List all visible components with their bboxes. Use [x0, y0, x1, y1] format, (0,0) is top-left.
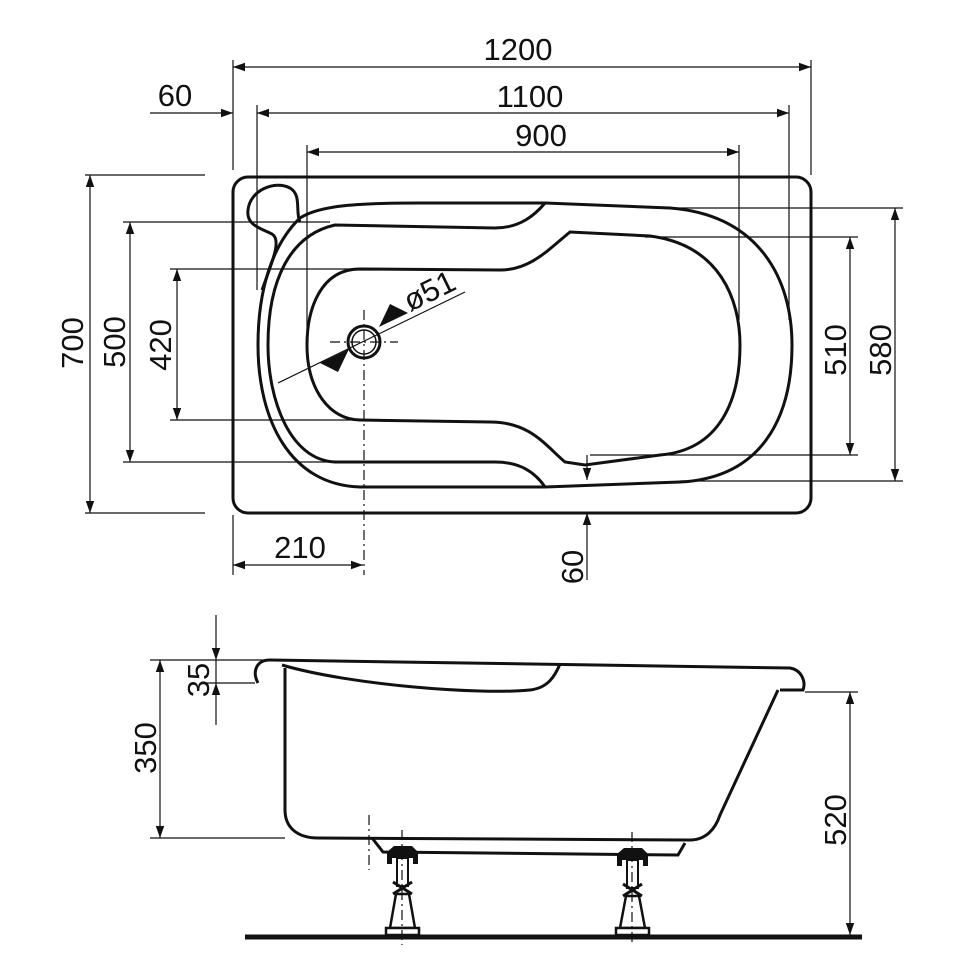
drain-diameter-line: [277, 291, 466, 384]
tub-body: [283, 668, 780, 842]
dim-420: 420: [143, 319, 178, 371]
dimension-lines: [85, 62, 900, 580]
tub-outer-rim: [231, 175, 813, 515]
dim-520: 520: [818, 794, 853, 846]
adjustable-leg-right: [614, 832, 651, 945]
dim-60-left: 60: [158, 78, 192, 113]
dim-700: 700: [55, 317, 90, 369]
dim-510: 510: [818, 324, 853, 376]
extension-lines: [85, 60, 903, 575]
tub-basin-contour: [305, 230, 742, 467]
tub-rim: [253, 658, 806, 692]
side-dimension-lines: [155, 615, 855, 935]
tub-middle-contour: [266, 202, 547, 488]
side-view: 35 350 520: [128, 615, 862, 945]
tub-outer-contour: [256, 201, 794, 489]
dim-1100: 1100: [497, 79, 564, 114]
dim-900: 900: [515, 118, 567, 153]
drain-icon: [330, 310, 398, 575]
dim-1200: 1200: [484, 32, 553, 67]
tub-headrest-curve: [281, 663, 562, 693]
adjustable-leg-left: [384, 830, 421, 945]
drain-diameter-label: ø51: [398, 263, 461, 318]
dim-580: 580: [863, 324, 898, 376]
dim-500: 500: [97, 316, 132, 368]
dim-35: 35: [181, 663, 216, 697]
dim-350: 350: [128, 722, 163, 774]
dim-210: 210: [274, 530, 326, 565]
dim-60-bottom: 60: [555, 550, 590, 584]
support-frame: [370, 837, 687, 857]
soap-holder: [246, 183, 302, 291]
top-view: ø51 1200 60: [55, 32, 903, 584]
